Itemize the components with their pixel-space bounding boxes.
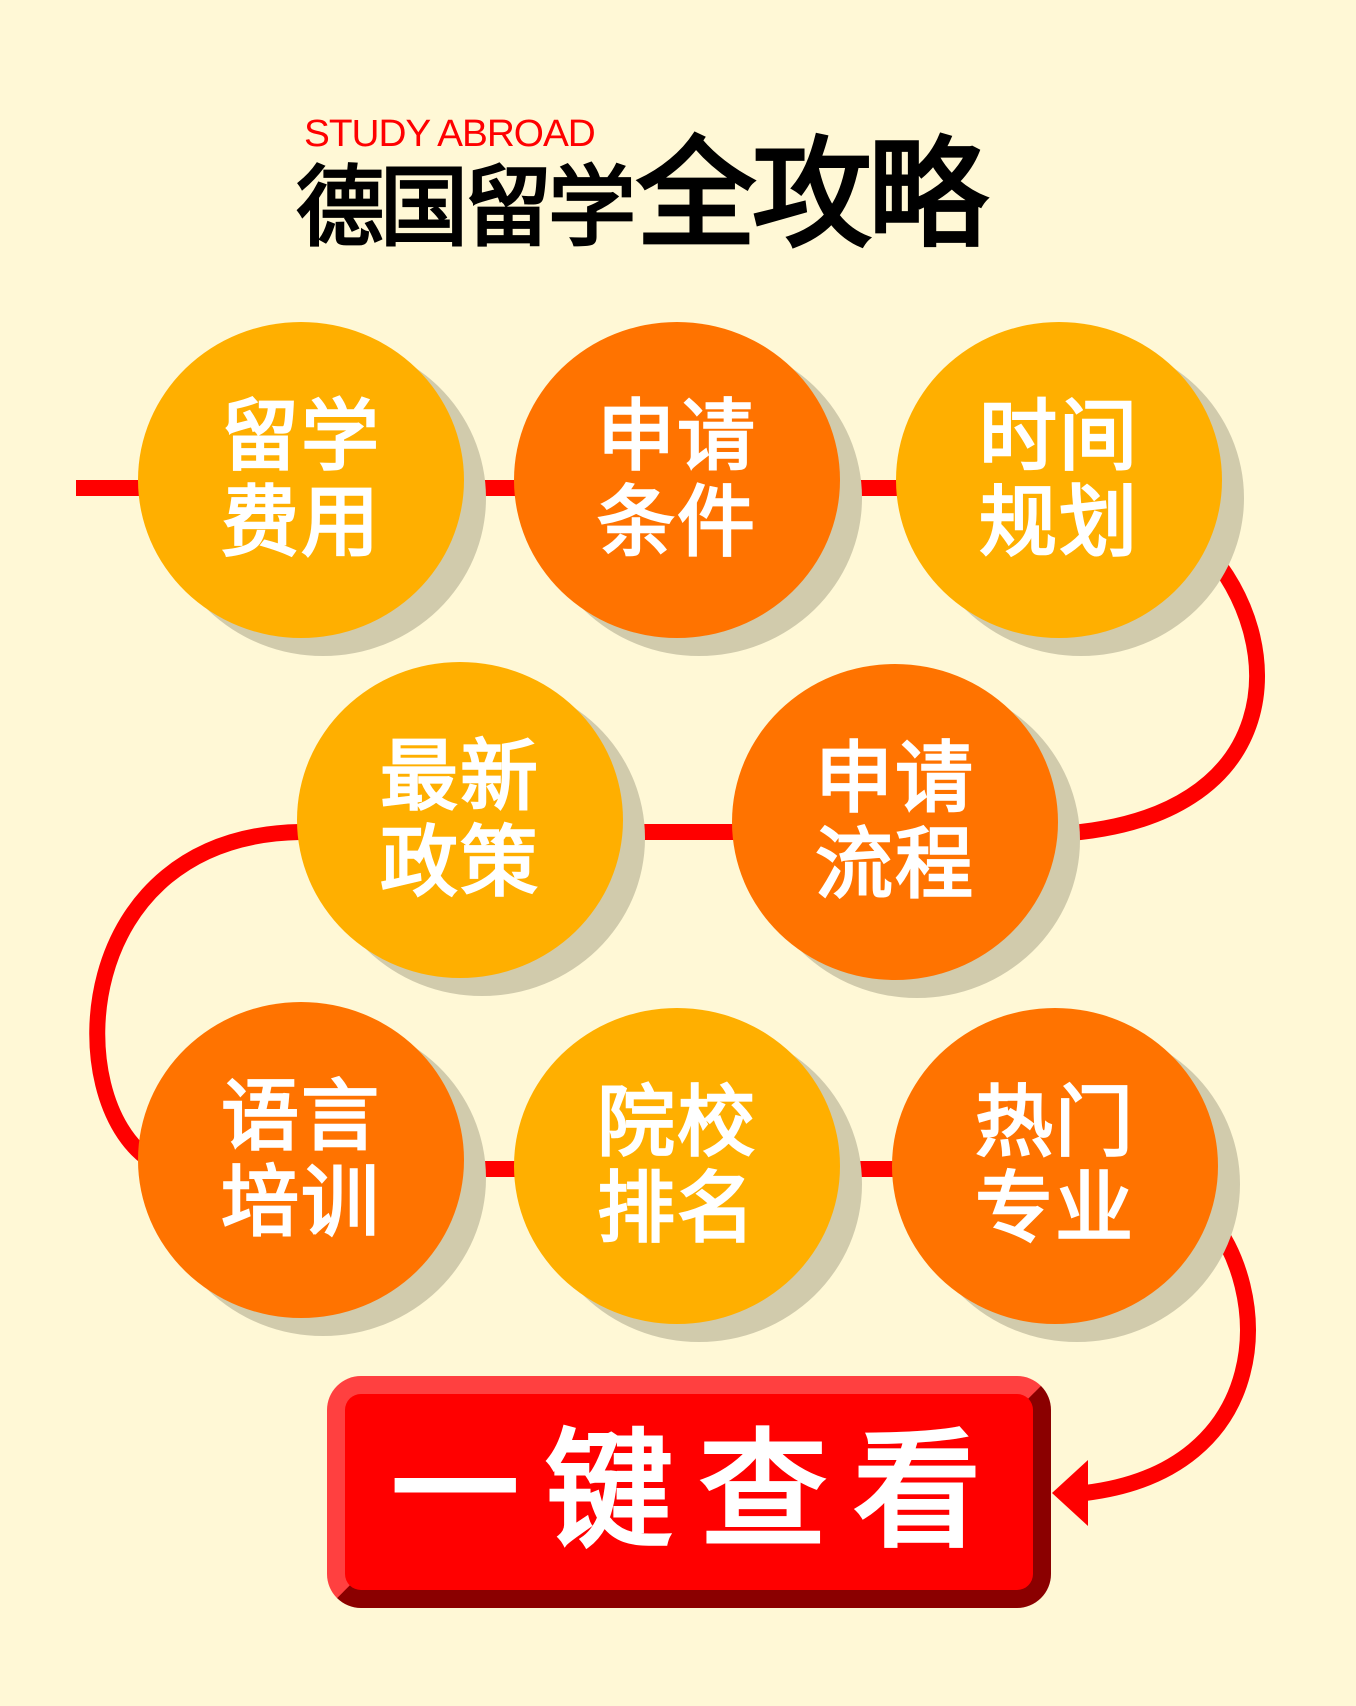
topic-latest-policy[interactable]: 最新 政策 — [297, 662, 623, 978]
arrowhead-icon — [1052, 1460, 1088, 1526]
topic-label-line2: 规划 — [978, 478, 1139, 568]
topic-label-line2: 专业 — [974, 1164, 1135, 1254]
topic-label-line1: 申请 — [814, 734, 975, 824]
view-all-button-label: 一键查看 — [390, 1417, 1007, 1566]
topic-popular-majors[interactable]: 热门 专业 — [892, 1008, 1218, 1324]
topic-label-line1: 院校 — [596, 1078, 757, 1168]
topic-label-line2: 政策 — [379, 818, 540, 908]
topic-label-line1: 留学 — [220, 392, 381, 482]
topic-label-line1: 时间 — [978, 392, 1139, 482]
topic-label-line1: 语言 — [220, 1072, 381, 1162]
topic-label-line2: 培训 — [220, 1158, 381, 1248]
topic-label-line2: 排名 — [596, 1164, 757, 1254]
page-title: 德国留学 全攻略 — [296, 126, 988, 265]
topic-label-line2: 条件 — [596, 478, 757, 568]
view-all-button[interactable]: 一键查看 — [327, 1376, 1051, 1608]
title-full-guide: 全攻略 — [636, 126, 988, 265]
topic-university-ranking[interactable]: 院校 排名 — [514, 1008, 840, 1324]
topic-study-costs[interactable]: 留学 费用 — [138, 322, 464, 638]
subtitle-study-abroad: STUDY ABROAD — [304, 113, 596, 155]
topic-label-line1: 申请 — [596, 392, 757, 482]
topic-timeline-planning[interactable]: 时间 规划 — [896, 322, 1222, 638]
topic-label-line2: 费用 — [220, 478, 381, 568]
topic-language-training[interactable]: 语言 培训 — [138, 1002, 464, 1318]
topic-label-line1: 热门 — [974, 1078, 1135, 1168]
title-germany-study: 德国留学 — [296, 156, 636, 259]
topic-label-line2: 流程 — [814, 820, 975, 910]
topic-application-requirements[interactable]: 申请 条件 — [514, 322, 840, 638]
topic-application-process[interactable]: 申请 流程 — [732, 664, 1058, 980]
topic-label-line1: 最新 — [379, 732, 540, 822]
